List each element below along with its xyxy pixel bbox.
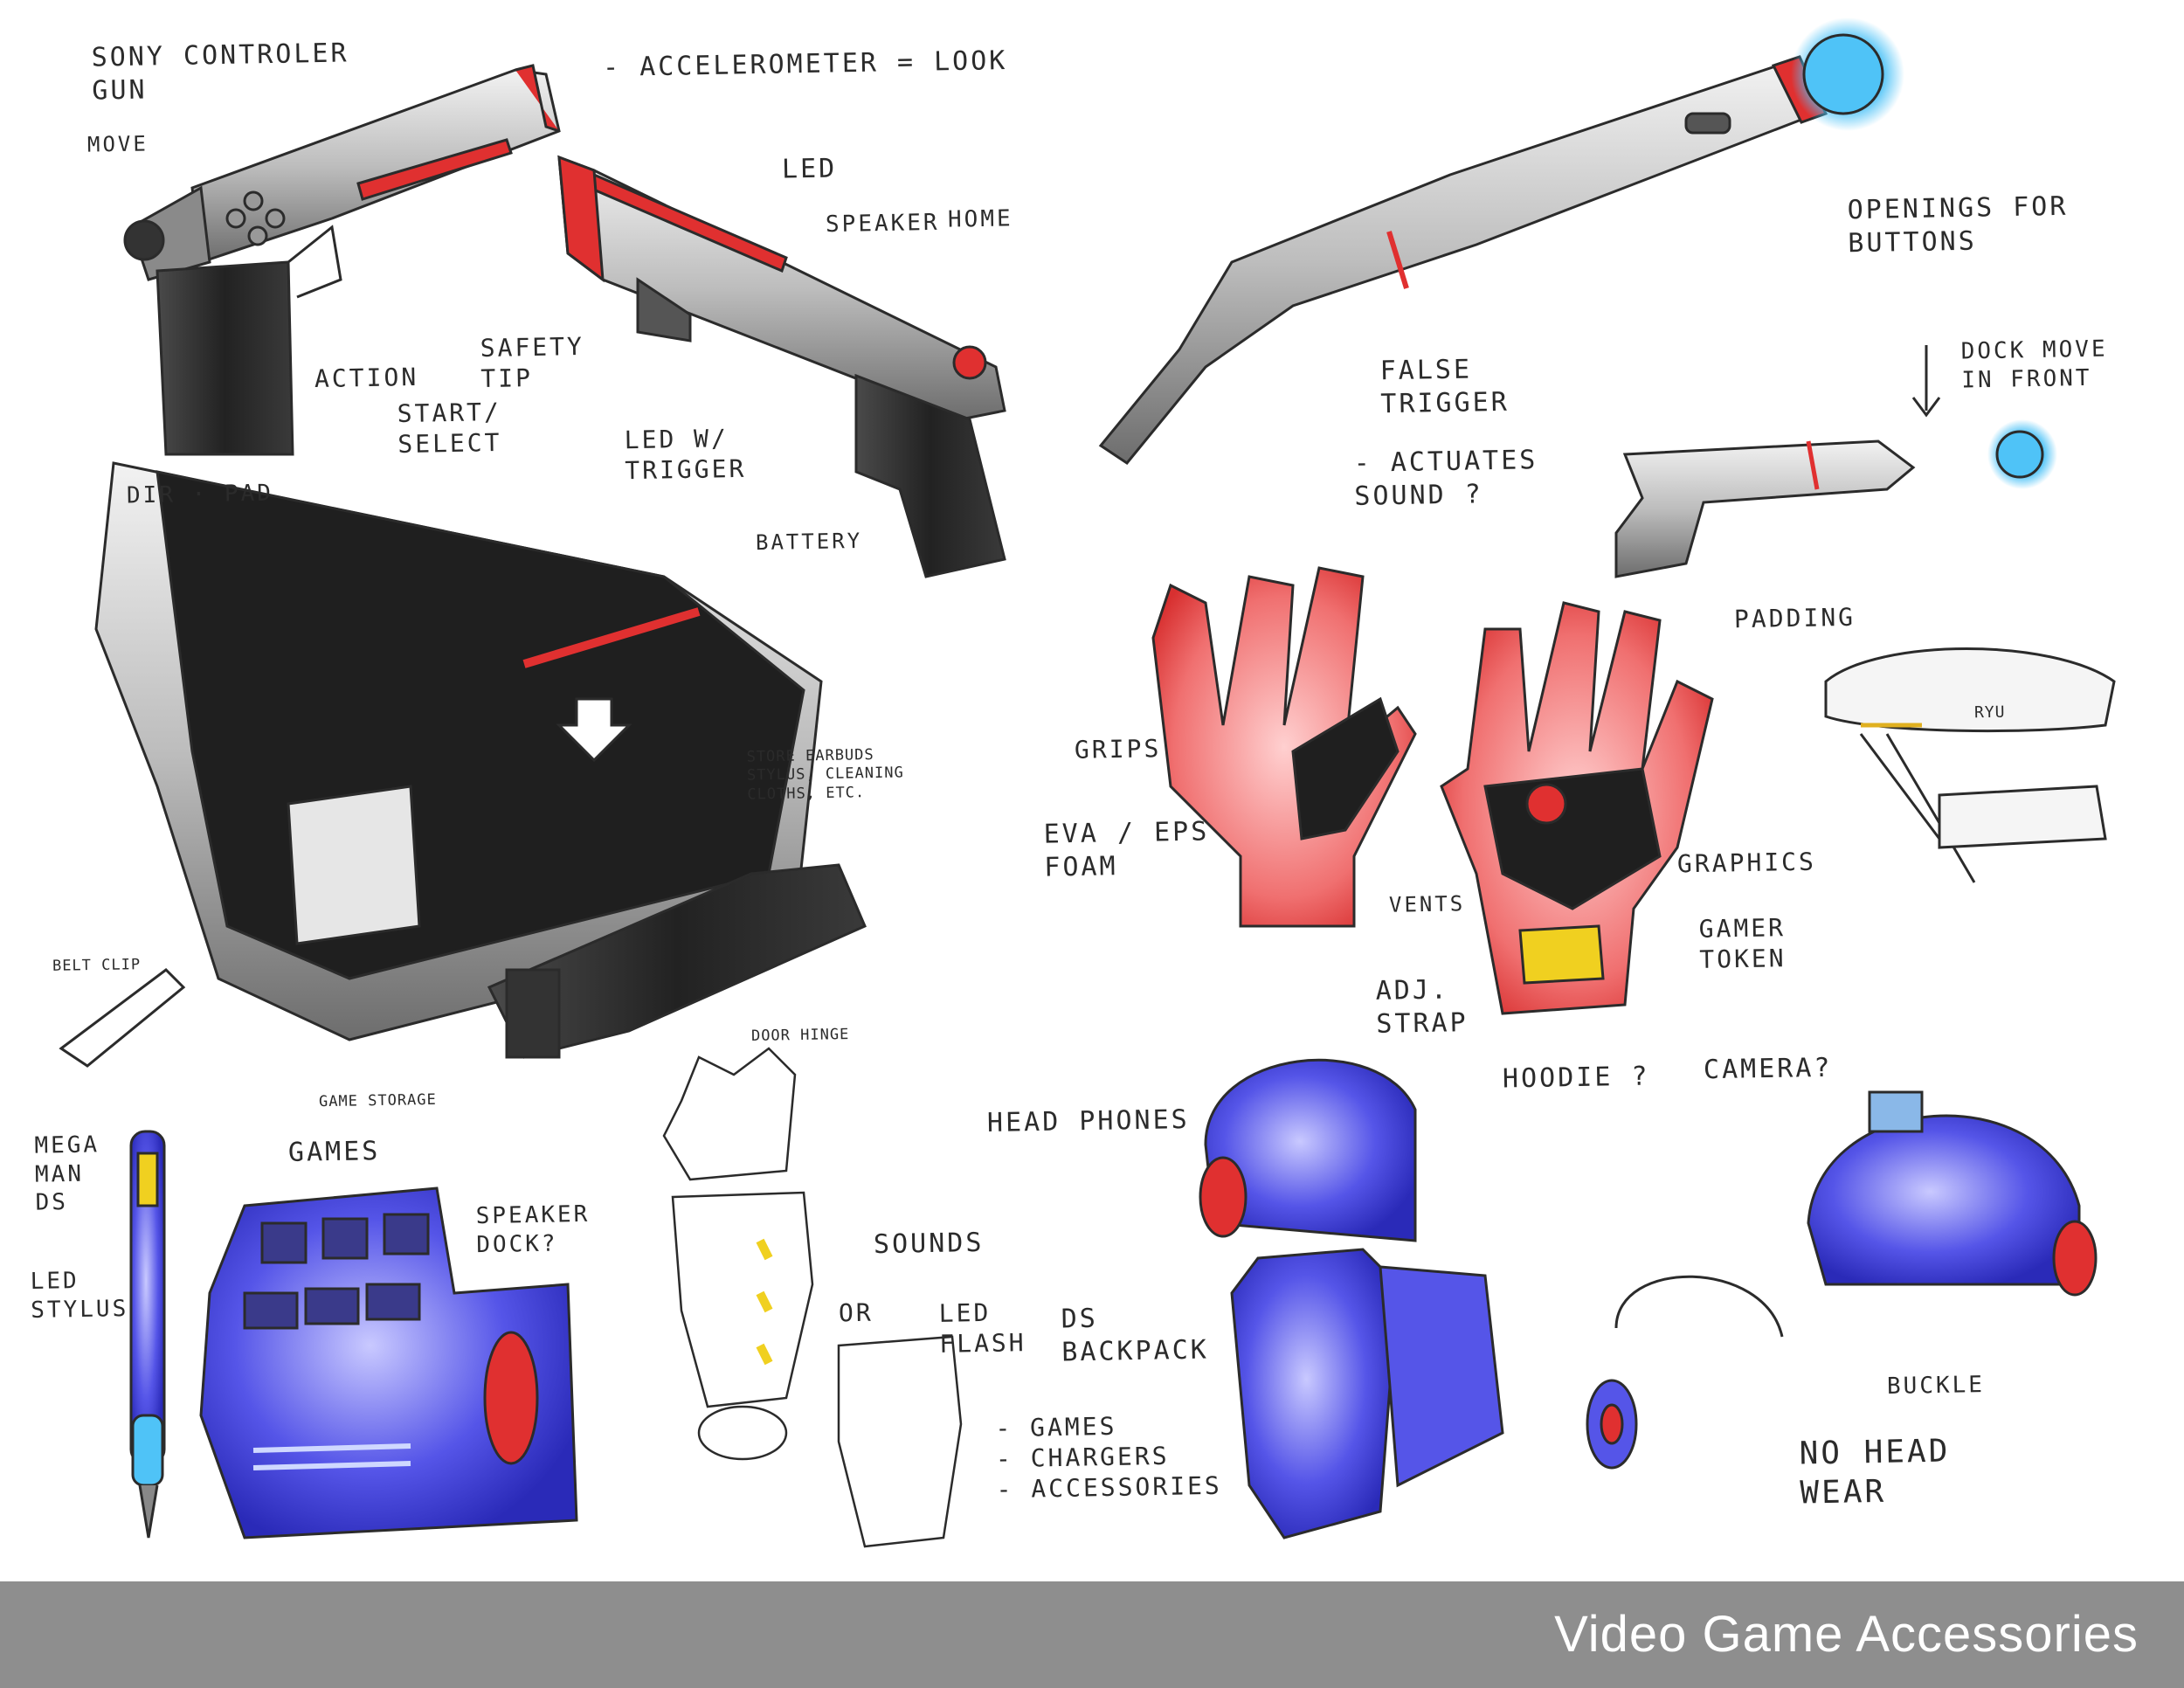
label-led-trigger: LED W/ TRIGGER: [624, 424, 747, 486]
label-led-stylus: LED STYLUS: [30, 1268, 129, 1324]
speaker-dock-sketch: [199, 1186, 578, 1539]
label-buckle: BUCKLE: [1886, 1372, 1986, 1400]
small-shotgun-sketch: [1614, 345, 2057, 578]
label-mega-man-ds: MEGA MAN DS: [34, 1131, 100, 1216]
label-or: OR: [838, 1297, 874, 1328]
label-dock-move: DOCK MOVE IN FRONT: [1960, 336, 2108, 393]
label-speaker: SPEAKER: [825, 209, 940, 239]
footer-title: Video Game Accessories: [1554, 1606, 2139, 1663]
label-adj-strap: ADJ. STRAP: [1375, 974, 1469, 1040]
shotgun-controller-sketch: [1098, 17, 1904, 466]
label-camera: CAMERA?: [1703, 1052, 1833, 1086]
sketch-drawings: [59, 17, 2116, 1548]
label-grips: GRIPS: [1074, 734, 1162, 764]
wrist-light-sketch: [662, 1047, 963, 1548]
label-safety-tip: SAFETY TIP: [480, 331, 585, 394]
footer-bar: Video Game Accessories: [0, 1581, 2184, 1688]
gamer-gloves-sketch: [1151, 566, 1714, 1015]
label-backpack-items: - GAMES - CHARGERS - ACCESSORIES: [995, 1411, 1223, 1505]
helmet-headphones-sketch: [1199, 1058, 1504, 1539]
label-home: HOME: [947, 205, 1013, 233]
label-dir-pad: DIR · PAD: [126, 480, 274, 509]
label-headphones: HEAD PHONES: [986, 1103, 1190, 1139]
headband-sketch: [1824, 647, 2116, 883]
label-start-select: START/ SELECT: [397, 397, 502, 460]
label-store-earbuds: STORE EARBUDS STYLUS, CLEANING CLOTHS, E…: [746, 746, 904, 804]
label-ds-backpack: DS BACKPACK: [1061, 1303, 1210, 1367]
label-door-hinge: DOOR HINGE: [750, 1026, 850, 1045]
game-storage-case-sketch: [59, 461, 867, 1068]
led-trigger-gun-sketch: [557, 155, 1006, 578]
label-action: ACTION: [314, 362, 419, 394]
label-actuates-sound: - ACTUATES SOUND ?: [1353, 445, 1538, 512]
label-false-trigger: FALSE TRIGGER: [1379, 354, 1510, 419]
label-no-head-wear: NO HEAD WEAR: [1799, 1433, 1951, 1512]
led-stylus-sketch: [129, 1130, 166, 1539]
label-led-flash: LED FLASH: [938, 1297, 1026, 1359]
label-padding: PADDING: [1733, 602, 1856, 634]
label-ryu: RYU: [1973, 702, 2006, 723]
label-games: GAMES: [287, 1136, 381, 1168]
controller-gun-sketch: [123, 64, 561, 456]
label-sounds: SOUNDS: [873, 1227, 985, 1261]
label-speaker-dock: SPEAKER DOCK?: [475, 1200, 591, 1258]
label-eva-foam: EVA / EPS FOAM: [1043, 816, 1210, 883]
label-move: MOVE: [86, 131, 149, 157]
label-belt-clip: BELT CLIP: [52, 956, 142, 975]
label-openings: OPENINGS FOR BUTTONS: [1847, 190, 2069, 259]
label-game-storage: GAME STORAGE: [318, 1090, 437, 1111]
label-gamer-token: GAMER TOKEN: [1698, 913, 1787, 974]
label-sony-controller-gun: SONY CONTROLER GUN: [91, 38, 349, 107]
label-graphics: GRAPHICS: [1676, 847, 1817, 879]
label-led: LED: [781, 153, 838, 185]
concept-sketch-sheet: SONY CONTROLER GUN - ACCELEROMETER = LOO…: [30, 17, 2116, 1548]
helmet-camera-sketch: [1586, 1090, 2098, 1470]
label-hoodie: HOODIE ?: [1502, 1061, 1650, 1095]
label-vents: VENTS: [1388, 891, 1466, 917]
label-battery: BATTERY: [755, 528, 863, 556]
